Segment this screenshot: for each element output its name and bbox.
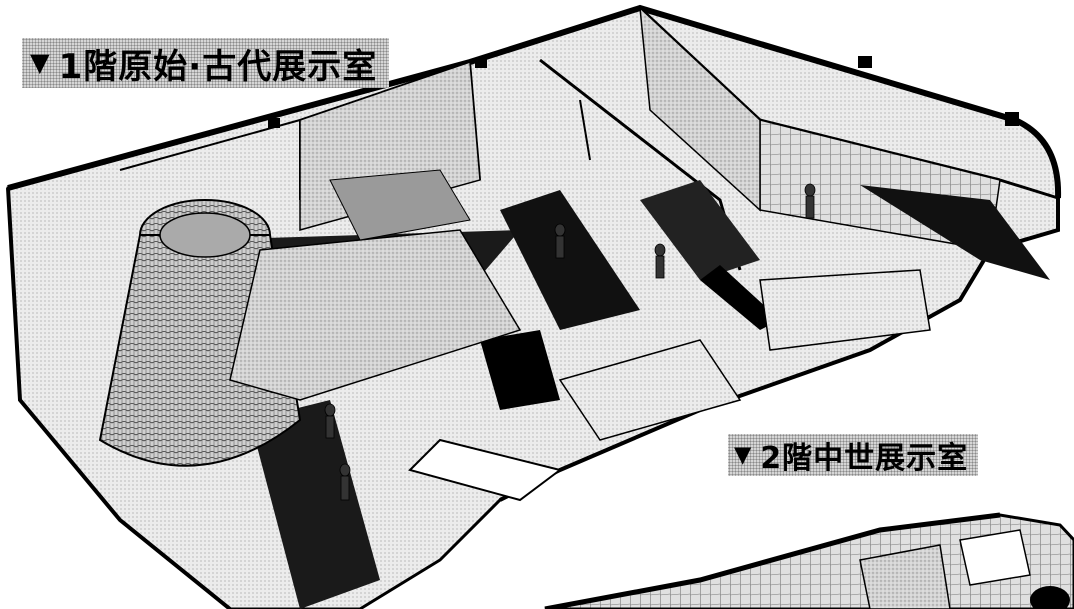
triangle-marker-icon: ▼ <box>734 442 753 468</box>
triangle-marker-icon: ▼ <box>30 48 51 78</box>
floor1-exhibit-label: ▼ 1階原始·古代展示室 <box>22 38 389 88</box>
floor1-building <box>6 4 1062 609</box>
floor1-exhibit-title: 1階原始·古代展示室 <box>58 46 378 87</box>
floor2-building <box>544 512 1074 609</box>
floor2-exhibit-label: ▼ 2階中世展示室 <box>728 434 978 476</box>
floor2-exhibit-title: 2階中世展示室 <box>760 441 969 476</box>
